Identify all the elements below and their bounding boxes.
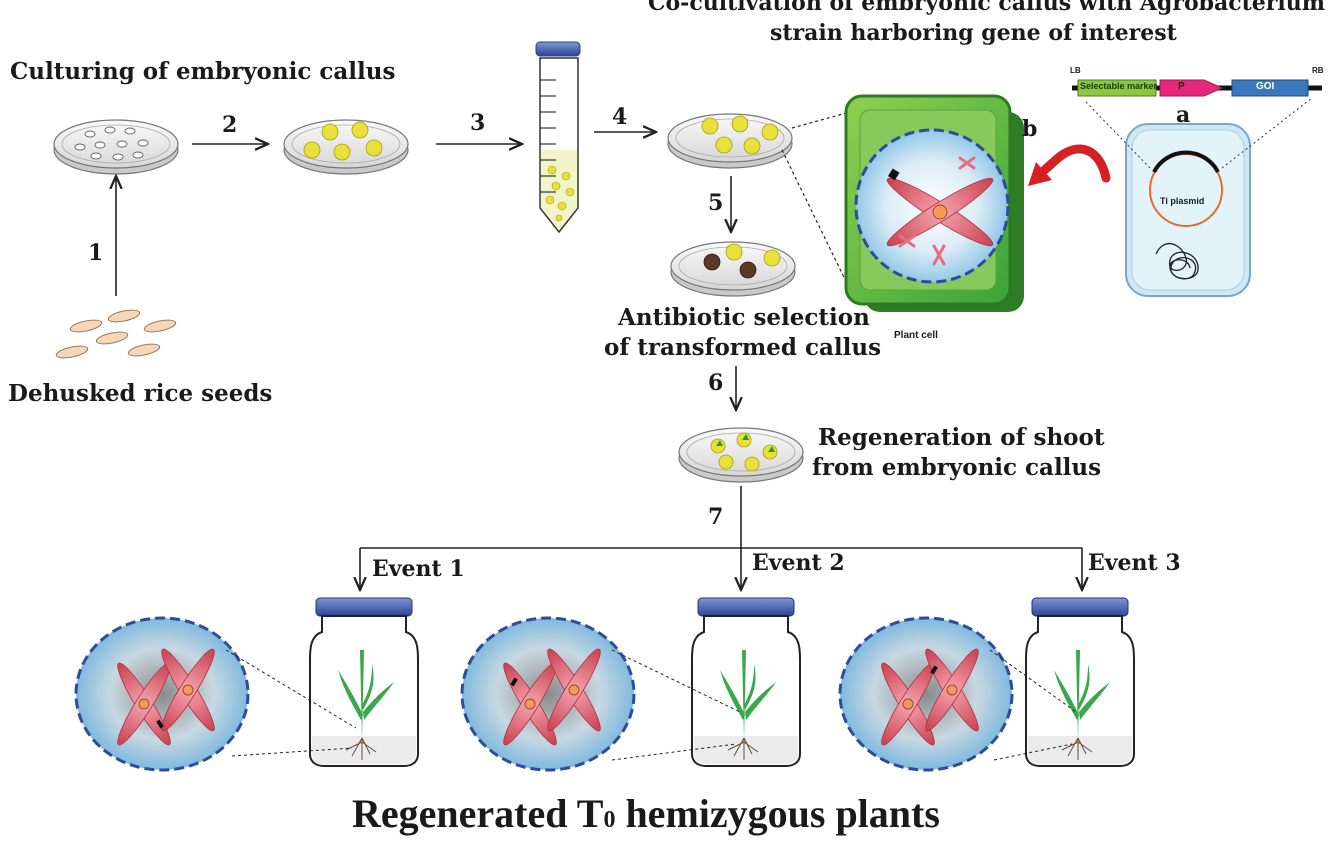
rice-seeds bbox=[55, 309, 177, 359]
antibiotic-line1: Antibiotic selection bbox=[618, 304, 870, 331]
antibiotic-line2: of transformed callus bbox=[604, 334, 882, 361]
dish-selection bbox=[670, 241, 796, 297]
dish-seeds bbox=[53, 119, 179, 175]
dish-cocultivation bbox=[667, 113, 793, 169]
panel-b-label: b bbox=[1022, 116, 1038, 142]
construct-promoter: P bbox=[1178, 81, 1185, 92]
step-5: 5 bbox=[708, 190, 724, 216]
regeneration-line1: Regeneration of shoot bbox=[818, 424, 1105, 451]
process-arrows bbox=[116, 132, 1082, 590]
event-1-label: Event 1 bbox=[372, 556, 465, 582]
step-7: 7 bbox=[708, 504, 724, 530]
zoom-circle-event-3 bbox=[838, 616, 1077, 772]
construct-rb: RB bbox=[1312, 66, 1324, 75]
cocultivation-title-line2: strain harboring gene of interest bbox=[770, 20, 1177, 46]
jar-event-3 bbox=[1025, 597, 1135, 767]
panel-a-label: a bbox=[1176, 102, 1191, 128]
culturing-label: Culturing of embryonic callus bbox=[10, 58, 396, 85]
bottom-title: Regenerated T0 hemizygous plants bbox=[352, 790, 940, 837]
culture-tube bbox=[535, 41, 581, 234]
step-2: 2 bbox=[222, 112, 238, 138]
construct-goi: GOI bbox=[1256, 81, 1275, 92]
dish-callus bbox=[283, 119, 409, 175]
jar-event-1 bbox=[309, 597, 419, 767]
step-3: 3 bbox=[470, 110, 486, 136]
construct-marker: Selectable marker bbox=[1080, 81, 1158, 91]
regeneration-line2: from embryonic callus bbox=[812, 454, 1102, 481]
ti-plasmid-label: Ti plasmid bbox=[1160, 196, 1205, 206]
dish-regeneration bbox=[678, 427, 804, 483]
construct-lb: LB bbox=[1070, 66, 1081, 75]
bottom-title-sub: 0 bbox=[603, 807, 616, 833]
event-2-label: Event 2 bbox=[752, 550, 845, 576]
event-3-label: Event 3 bbox=[1088, 550, 1181, 576]
step-6: 6 bbox=[708, 370, 724, 396]
zoom-lines-cell bbox=[781, 111, 857, 303]
zoom-circle-event-2 bbox=[460, 616, 741, 772]
transfer-arrow bbox=[1028, 144, 1111, 186]
bottom-title-pre: Regenerated T bbox=[352, 791, 604, 836]
plant-cell bbox=[844, 94, 1024, 312]
tdna-construct bbox=[1072, 79, 1322, 97]
cocultivation-title-line1: Co-cultivation of embryonic callus with … bbox=[648, 0, 1326, 16]
plant-cell-label: Plant cell bbox=[894, 330, 938, 341]
zoom-circle-event-1 bbox=[74, 616, 357, 772]
step-4: 4 bbox=[612, 104, 628, 130]
agrobacterium bbox=[1083, 97, 1313, 297]
step-1: 1 bbox=[88, 240, 104, 266]
jar-event-2 bbox=[691, 597, 801, 767]
bottom-title-post: hemizygous plants bbox=[615, 791, 940, 836]
seeds-label: Dehusked rice seeds bbox=[8, 380, 273, 407]
